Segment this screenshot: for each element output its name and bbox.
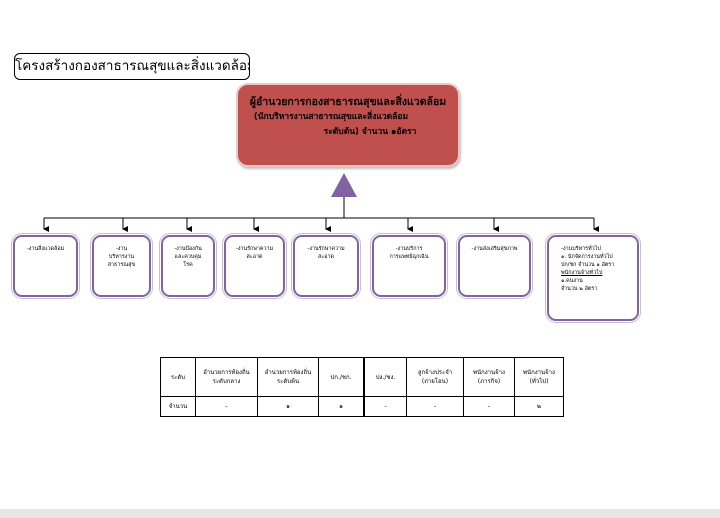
unit-emergency-medical: -งานบริการ การแพทย์ฉุกเฉิน (370, 233, 448, 299)
table-cell: - (195, 396, 258, 417)
bottom-scroll-strip (0, 509, 720, 518)
unit-sanitation-1: -งานรักษาความ สะอาด (222, 233, 287, 299)
director-position: (นักบริหารงานสาธารณสุขและสิ่งแวดล้อม (253, 112, 409, 122)
table-cell: - (463, 396, 515, 417)
table-header-cell: พนักงานจ้าง(ทั่วไป) (514, 357, 564, 397)
triangle-icon (331, 173, 357, 197)
table-header-cell: พนักงานจ้าง(ภารกิจ) (463, 357, 515, 397)
table-cell: ๑ (318, 396, 365, 417)
table-header-cell: อำนวยการท้องถิ่นระดับต้น (257, 357, 319, 397)
table-header-cell: ปง./ชง. (363, 357, 407, 397)
table-row-label: จำนวน (160, 396, 196, 417)
director-box: ผู้อำนวยการกองสาธารณสุขและสิ่งแวดล้อม (น… (236, 83, 460, 167)
table-header-row: ระดับ อำนวยการท้องถิ่นระดับกลาง อำนวยการ… (160, 357, 564, 397)
page-title: โครงสร้างกองสาธารณสุขและสิ่งแวดล้อม (14, 53, 250, 80)
table-header-cell: ลูกจ้างประจำ(ถ่ายโอน) (406, 357, 464, 397)
director-title: ผู้อำนวยการกองสาธารณสุขและสิ่งแวดล้อม (249, 96, 447, 108)
unit-disease-control: -งานป้องกัน และควบคุม โรค (159, 233, 217, 299)
table-cell: - (363, 396, 407, 417)
director-quota: ระดับต้น) จำนวน ๑อัตรา (323, 127, 417, 137)
unit-sanitation-2: -งานรักษาความ สะอาด (291, 233, 361, 299)
table-cell: ๒ (514, 396, 564, 417)
table-header-cell: ปก./ชก. (318, 357, 365, 397)
staff-table: ระดับ อำนวยการท้องถิ่นระดับกลาง อำนวยการ… (160, 357, 564, 417)
unit-public-health-admin: -งาน บริหารงาน สาธารณสุข (90, 233, 153, 299)
table-header-cell: อำนวยการท้องถิ่นระดับกลาง (195, 357, 258, 397)
unit-environment: -งานสิ่งแวดล้อม (11, 233, 80, 299)
unit-health-promotion: -งานส่งเสริมสุขภาพ (456, 233, 533, 299)
table-cell: ๑ (257, 396, 319, 417)
table-header-cell: ระดับ (160, 357, 196, 397)
table-row: จำนวน - ๑ ๑ - - - ๒ (160, 396, 564, 417)
table-cell: - (406, 396, 464, 417)
unit-general-admin: -งานบริหารทั่วไป ๑. นักจัดการงานทั่วไป ป… (545, 233, 641, 323)
